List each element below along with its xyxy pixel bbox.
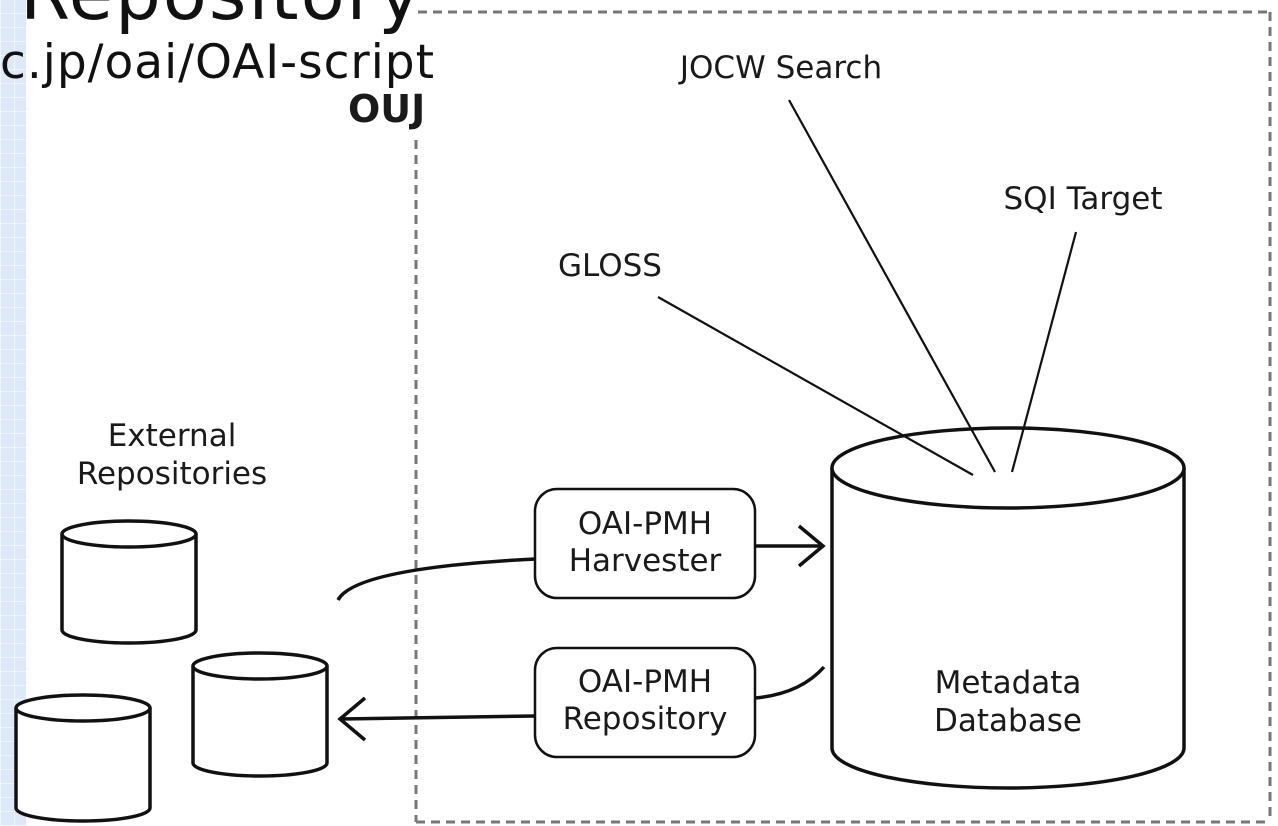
slide-background	[0, 0, 26, 826]
harvester-arrowhead	[797, 524, 826, 568]
external-repository-cylinder-bottom	[14, 693, 152, 823]
repository-arrowhead	[337, 696, 367, 742]
external-repository-cylinder-middle	[191, 651, 329, 778]
sqi-target-connector	[1010, 231, 1078, 473]
jocw-search-connector	[788, 99, 996, 473]
metadata-database-label-line1: Metadata	[935, 665, 1082, 701]
gloss-connector	[657, 296, 974, 476]
jocw-search-label: JOCW Search	[678, 50, 882, 86]
ouj-boundary	[414, 10, 1272, 824]
slide-title: Repository	[20, 0, 423, 30]
repository-label-line2: Repository	[563, 701, 728, 737]
repository-label-line1: OAI-PMH	[578, 664, 712, 700]
harvest-in-curve	[336, 557, 536, 601]
ouj-label: OUJ	[348, 87, 425, 131]
sqi-target-label: SQI Target	[1004, 181, 1163, 217]
database-to-repository-curve	[754, 665, 826, 700]
repository-to-external-arrow	[339, 714, 536, 721]
external-repositories-label-line2: Repositories	[77, 456, 267, 492]
oai-pmh-repository-box	[533, 646, 757, 759]
harvester-label-line1: OAI-PMH	[578, 506, 712, 542]
gloss-label: GLOSS	[558, 248, 662, 284]
oai-pmh-harvester-box	[533, 487, 757, 600]
slide-subtitle: c.jp/oai/OAI-script	[0, 35, 436, 90]
harvester-label-line2: Harvester	[569, 543, 722, 579]
metadata-database-label-line2: Database	[934, 703, 1082, 739]
metadata-database-cylinder	[830, 426, 1186, 790]
external-repository-cylinder-top	[60, 519, 198, 645]
external-repositories-label-line1: External	[108, 418, 237, 454]
